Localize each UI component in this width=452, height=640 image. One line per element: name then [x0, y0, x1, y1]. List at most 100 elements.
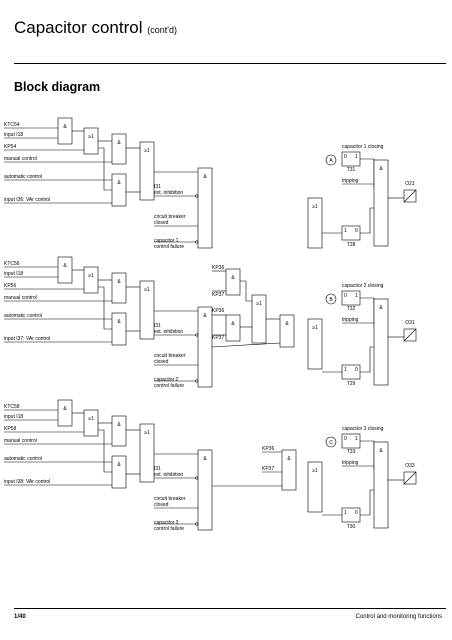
- wire: [360, 158, 375, 188]
- output-label: O21: [405, 181, 415, 187]
- inversion-circle: [195, 240, 199, 244]
- circuit-breaker-label: circuit breaker: [154, 214, 186, 220]
- control-failure-label: control failure: [154, 244, 184, 250]
- and-gate: [281, 449, 297, 491]
- capacitor-closing-label: capacitor 1 closing: [342, 144, 384, 150]
- output-relay: O21: [403, 181, 417, 203]
- timer-value: 1: [344, 510, 347, 516]
- input-label: input I18: [4, 414, 23, 420]
- page-subtitle: (cont'd): [147, 25, 177, 35]
- and-gate-symbol: &: [117, 319, 121, 325]
- i31-label: I31: [154, 466, 161, 472]
- kp-input-label: KP37: [262, 466, 274, 472]
- automatic-control-label: automatic control: [4, 313, 42, 319]
- output-label: O31: [405, 320, 415, 326]
- kp-input-label: KP36: [262, 446, 274, 452]
- and-gate: [111, 415, 127, 447]
- i31-label: I31: [154, 184, 161, 190]
- and-gate: [279, 314, 295, 348]
- or-gate: [139, 280, 155, 340]
- wire: [240, 280, 252, 302]
- ktc-label: KTC56: [4, 261, 20, 267]
- kp-label: KP54: [4, 144, 16, 150]
- and-gate-symbol: &: [287, 456, 291, 462]
- and-gate-symbol: &: [231, 321, 235, 327]
- marker-label: C: [329, 440, 333, 446]
- circuit-breaker-label: circuit breaker: [154, 353, 186, 359]
- and-gate-symbol: &: [117, 462, 121, 468]
- or-gate: [139, 423, 155, 483]
- timer-name: T31: [347, 167, 356, 173]
- var-control-input-label: input I36: VAr control: [4, 197, 50, 203]
- or-gate-symbol: ≥1: [88, 273, 94, 279]
- circuit-breaker-label: circuit breaker: [154, 496, 186, 502]
- page-title: Capacitor control (cont'd): [14, 18, 177, 38]
- or-gate: [83, 266, 99, 294]
- timer-value: 0: [344, 293, 347, 299]
- and-gate-symbol: &: [231, 275, 235, 281]
- kp-label: KP58: [4, 426, 16, 432]
- timer-value: 1: [355, 154, 358, 160]
- kp-input-label: KP36: [212, 308, 224, 314]
- or-gate-symbol: ≥1: [88, 416, 94, 422]
- and-gate: [197, 449, 213, 531]
- or-gate-symbol: ≥1: [88, 134, 94, 140]
- kp-label: KP56: [4, 283, 16, 289]
- ext-inhibition-label: ext. inhibition: [154, 190, 183, 196]
- or-gate: [307, 318, 323, 370]
- timer-value: 0: [344, 154, 347, 160]
- and-gate-symbol: &: [285, 321, 289, 327]
- timer-name: T32: [347, 306, 356, 312]
- or-gate-symbol: ≥1: [312, 325, 318, 331]
- timer-value: 0: [355, 367, 358, 373]
- kp-input-label: KP37: [212, 335, 224, 341]
- and-gate-symbol: &: [203, 456, 207, 462]
- timer-value: 0: [355, 228, 358, 234]
- or-gate-symbol: ≥1: [144, 148, 150, 154]
- and-gate-symbol: &: [203, 174, 207, 180]
- or-gate-symbol: ≥1: [144, 430, 150, 436]
- tripping-label: tripping: [342, 460, 359, 466]
- or-gate: [83, 409, 99, 437]
- wire: [360, 207, 374, 234]
- wire: [360, 297, 375, 327]
- var-control-input-label: input I37: VAr control: [4, 336, 50, 342]
- and-gate-symbol: &: [379, 448, 383, 454]
- circuit-breaker-closed-label: closed: [154, 220, 169, 226]
- and-gate: [111, 272, 127, 304]
- wire: [98, 429, 112, 473]
- capacitor-closing-label: capacitor 2 closing: [342, 283, 384, 289]
- input-label: input I18: [4, 271, 23, 277]
- capacitor-label: capacitor 2: [154, 377, 179, 383]
- and-gate-symbol: &: [117, 279, 121, 285]
- and-gate-symbol: &: [63, 124, 67, 130]
- wire: [98, 286, 112, 330]
- and-gate-symbol: &: [379, 166, 383, 172]
- ktc-label: KTC54: [4, 122, 20, 128]
- marker-circle: [325, 154, 337, 166]
- and-gate: [225, 268, 241, 296]
- and-gate-symbol: &: [63, 406, 67, 412]
- and-gate: [373, 298, 389, 386]
- and-gate: [225, 314, 241, 342]
- marker-circle: [325, 436, 337, 448]
- wire: [360, 440, 375, 470]
- manual-control-label: manual control: [4, 438, 37, 444]
- relay-diagonal: [403, 189, 417, 203]
- marker-circle: [325, 293, 337, 305]
- tripping-label: tripping: [342, 178, 359, 184]
- inversion-circle: [195, 333, 199, 337]
- and-gate: [111, 173, 127, 207]
- i31-label: I31: [154, 323, 161, 329]
- and-gate-symbol: &: [379, 305, 383, 311]
- timer-name: T33: [347, 449, 356, 455]
- or-gate: [307, 197, 323, 249]
- and-gate: [373, 441, 389, 529]
